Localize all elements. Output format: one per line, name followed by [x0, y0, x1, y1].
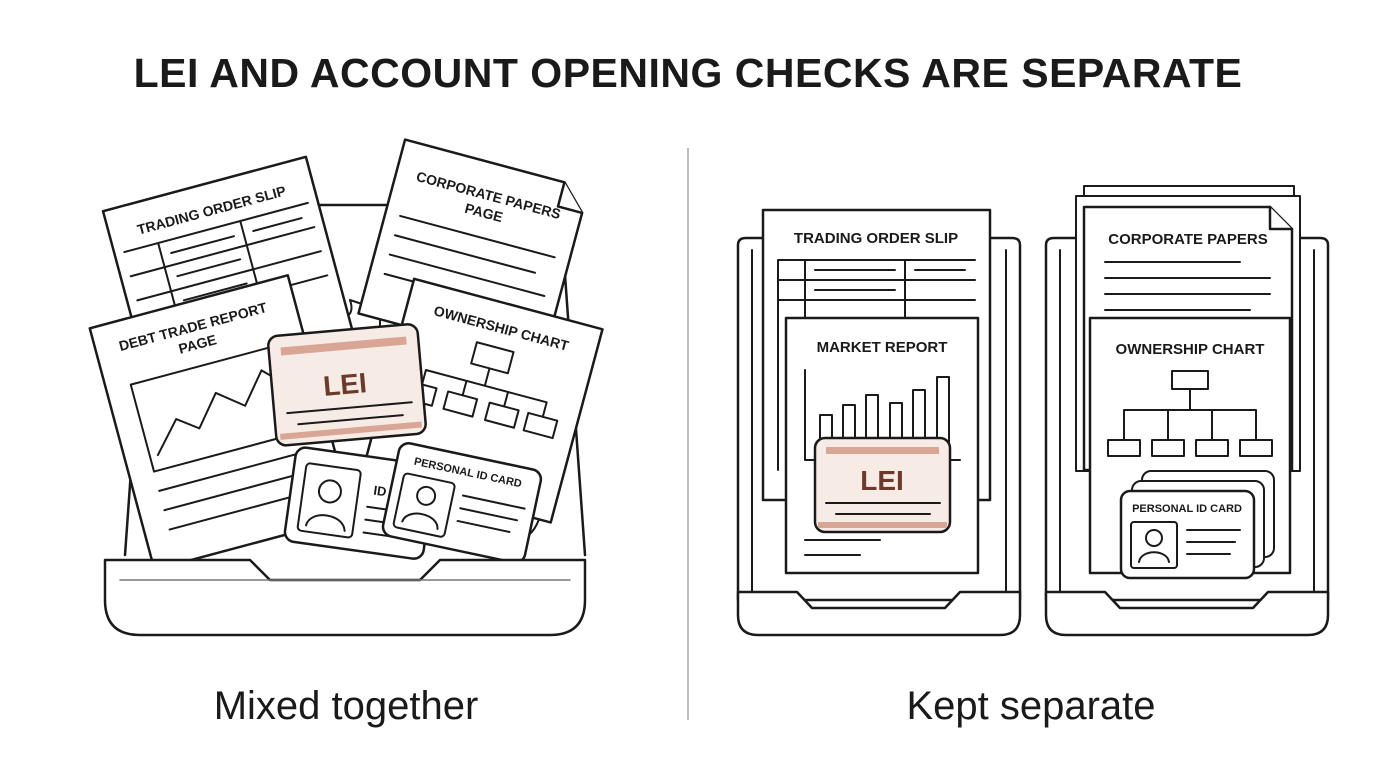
right-personal-id-card: PERSONAL ID CARD: [1119, 470, 1275, 580]
right-personal-id-label: PERSONAL ID CARD: [1132, 503, 1242, 515]
separate-tray-2: CORPORATE PAPERS OWNERSHIP CHART PERSONA…: [1044, 185, 1330, 637]
diagram-title: LEI AND ACCOUNT OPENING CHECKS ARE SEPAR…: [133, 50, 1243, 96]
right-trading-label: TRADING ORDER SLIP: [794, 230, 958, 247]
mixed-panel: TRADING ORDER SLIP CORPORATE PAPERS PAGE…: [88, 138, 604, 637]
left-lei-text: LEI: [322, 367, 368, 402]
right-corporate-label: CORPORATE PAPERS: [1108, 231, 1267, 248]
left-id-label: ID: [373, 483, 388, 500]
right-lei-text: LEI: [860, 465, 904, 496]
panel-divider: [687, 148, 689, 720]
left-lei-card: LEI: [267, 323, 427, 447]
right-lei-card: LEI: [813, 436, 952, 534]
right-market-label: MARKET REPORT: [817, 339, 948, 356]
separate-tray-1: TRADING ORDER SLIP MARKET REPORT LEI: [736, 208, 1022, 637]
mixed-caption: Mixed together: [213, 684, 479, 728]
left-personal-id-card: PERSONAL ID CARD: [381, 442, 543, 564]
separate-caption: Kept separate: [906, 684, 1156, 728]
left-tray-front: [103, 558, 587, 637]
right-ownership-label: OWNERSHIP CHART: [1116, 341, 1265, 358]
